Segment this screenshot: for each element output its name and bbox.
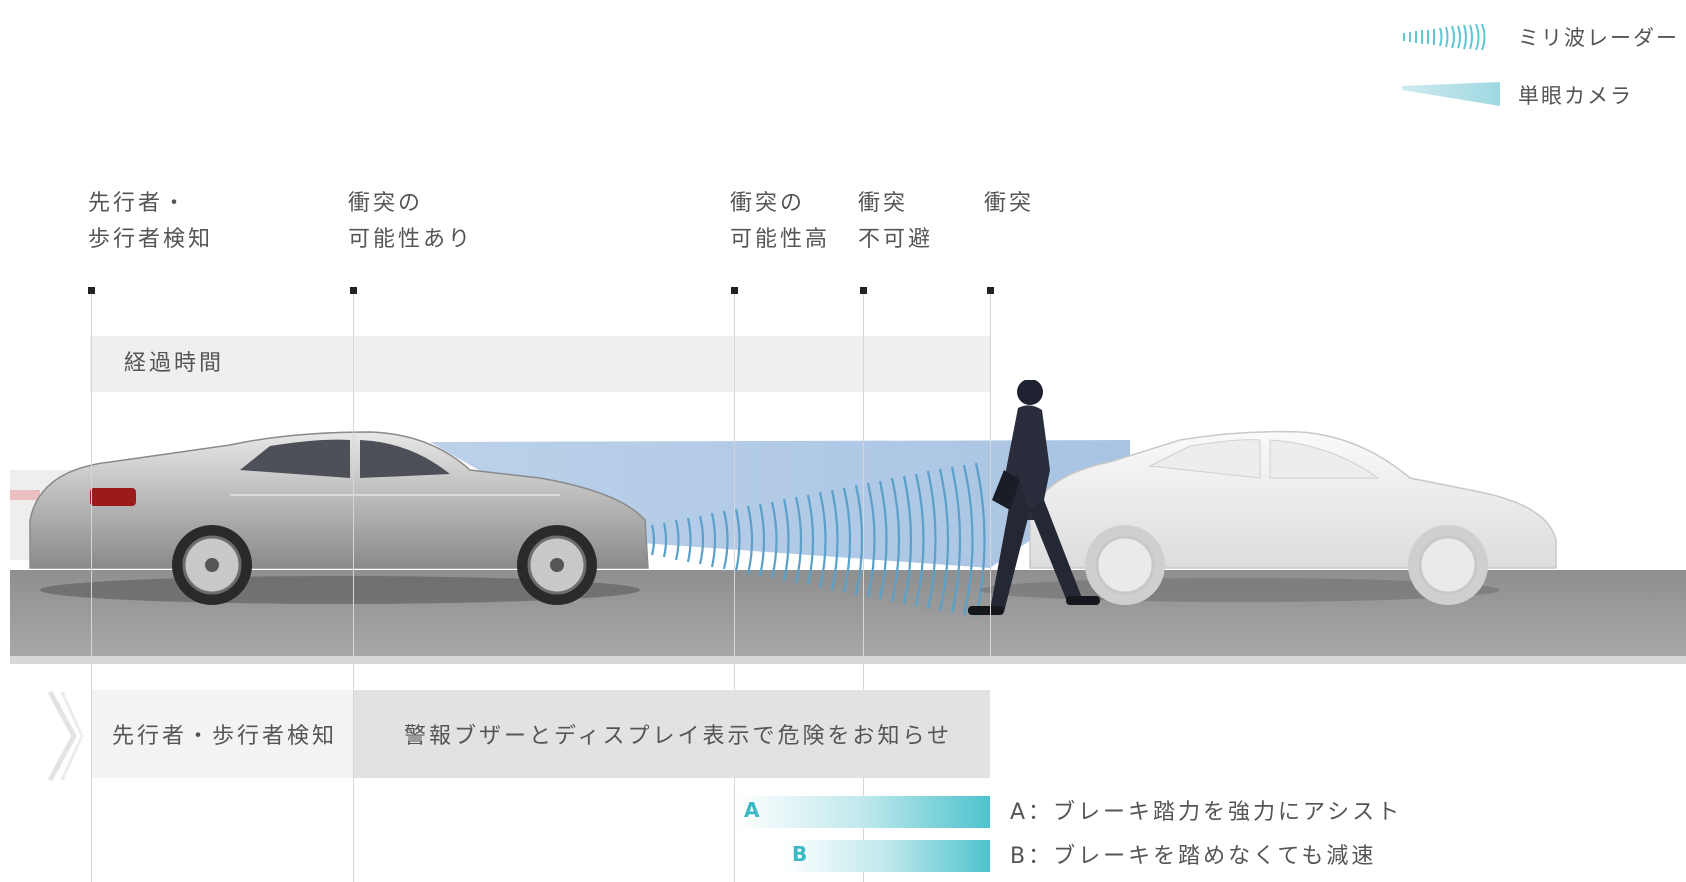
camera-legend-icon [1402,82,1500,106]
timeline-marker-high [731,287,738,294]
preceding-vehicle [980,430,1557,605]
brake-b-text: B：ブレーキを踏めなくても減速 [1010,844,1377,869]
stage-collision-label: 衝突 [984,191,1035,216]
elapsed-time-band [90,336,990,392]
own-vehicle [29,431,649,605]
stage-possible-collision-label: 衝突の 可能性あり [348,191,474,252]
brake-b-bar [782,840,990,872]
radar-legend-label: ミリ波レーダー [1518,26,1679,50]
detection-phase-bar [92,690,353,778]
stage-unavoidable-label: 衝突 不可避 [858,191,934,252]
timeline-marker-collision [987,287,994,294]
timeline-marker-detection [88,287,95,294]
camera-legend-label: 単眼カメラ [1518,84,1633,108]
stage-detection-label: 先行者・ 歩行者検知 [88,191,214,252]
timeline-marker-unavoidable [860,287,867,294]
warning-phase-bar [354,690,990,778]
road-edge-line [10,656,1686,664]
timeline-marker-possible [350,287,357,294]
timeline-line-detection [91,292,92,882]
brake-a-text: A：ブレーキ踏力を強力にアシスト [1010,800,1403,825]
warning-phase-label: 警報ブザーとディスプレイ表示で危険をお知らせ [404,724,953,749]
motion-blur-taillight [10,490,40,500]
chevron-right-icon [47,690,84,782]
radar-legend-icon [1403,23,1486,51]
brake-a-letter: A [744,798,760,822]
brake-a-bar [736,796,990,828]
stage-high-probability-label: 衝突の 可能性高 [730,191,831,252]
timeline-line-high [734,292,735,882]
detection-phase-label: 先行者・歩行者検知 [112,724,338,749]
timeline-line-unavoidable [863,292,864,882]
timeline-line-possible [353,292,354,882]
pedestrian [968,380,1100,615]
timeline-line-collision [990,292,991,662]
brake-b-letter: B [792,842,808,866]
elapsed-time-label: 経過時間 [124,351,225,376]
scene [10,380,1686,664]
radar-waves [650,462,986,618]
